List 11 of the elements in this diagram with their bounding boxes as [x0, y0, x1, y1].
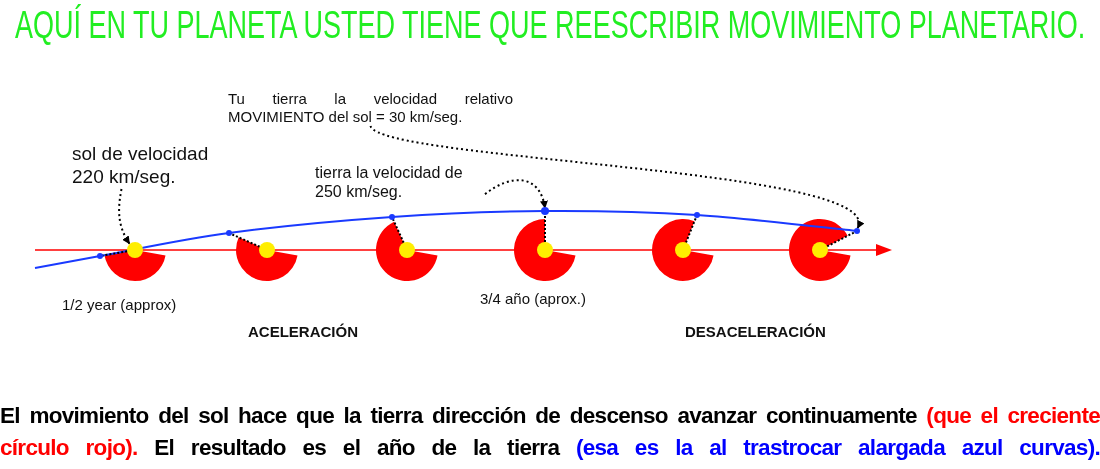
- callout-text: Tu tierra la velocidad relativo MOVIMIENTO del sol = 30 km/seg.: [228, 90, 513, 126]
- title: AQUÍ EN TU PLANETA USTED TIENE QUE REESCRIBIR MOVIMIENTO PLANETARIO.: [14, 6, 1086, 46]
- sun-circle: [127, 242, 143, 258]
- explanation-paragraph: El movimiento del sol hace que la tierra dirección de descenso avanzar continuamente (que el creciente círculo rojo). El resultado es el año de la tierra (esa es la al trastrocar alargada azul curvas).: [0, 402, 1100, 462]
- time-label: 1/2 year (approx): [62, 296, 177, 313]
- phase-label: DESACELERACIÓN: [685, 323, 826, 340]
- callout-text: sol de velocidad 220 km/seg.: [72, 143, 237, 189]
- leader-arrow: [118, 188, 131, 245]
- orbit-point: [854, 228, 860, 234]
- time-label: 3/4 año (aprox.): [480, 290, 586, 307]
- phase-label: ACELERACIÓN: [248, 323, 358, 340]
